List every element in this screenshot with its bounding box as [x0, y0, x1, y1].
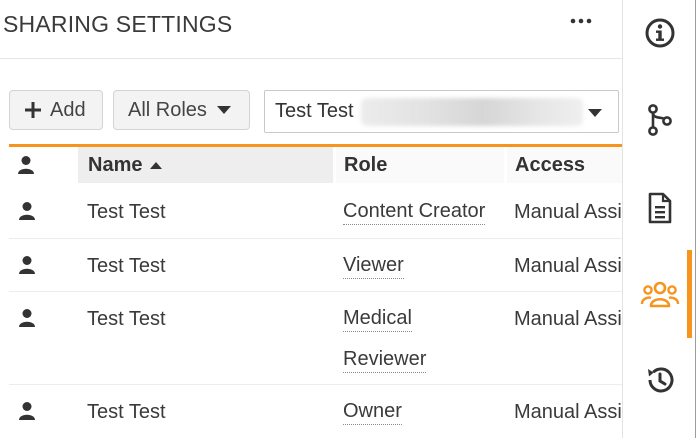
table-row[interactable]: Test Test Owner Manual Assi — [9, 385, 622, 438]
sort-ascending-icon — [150, 161, 163, 169]
column-header-role[interactable]: Role — [336, 147, 504, 183]
redacted-email — [361, 98, 583, 126]
info-icon — [645, 18, 675, 48]
row-role[interactable]: Viewer — [343, 245, 503, 286]
row-role-label: Viewer — [343, 254, 404, 279]
add-button[interactable]: Add — [9, 90, 103, 130]
row-access: Manual Assi — [514, 201, 622, 223]
row-access: Manual Assi — [514, 308, 622, 330]
row-name: Test Test — [87, 401, 166, 423]
branch-icon — [648, 104, 672, 136]
users-icon — [640, 281, 680, 308]
user-icon — [18, 401, 36, 421]
user-icon — [18, 308, 36, 328]
column-header-name-label: Name — [88, 153, 143, 176]
column-header-access-label: Access — [515, 153, 586, 176]
user-select[interactable]: Test Test — [264, 90, 619, 133]
row-role-label: Medical Reviewer — [343, 307, 427, 373]
row-role[interactable]: Medical Reviewer — [343, 298, 453, 380]
table-top-accent — [9, 144, 622, 147]
caret-down-icon — [587, 108, 603, 118]
user-select-value: Test Test — [275, 100, 354, 122]
table-row[interactable]: Test Test Viewer Manual Assi — [9, 239, 622, 292]
page-title: SHARING SETTINGS — [3, 11, 233, 37]
row-role[interactable]: Owner — [343, 391, 503, 432]
table-row[interactable]: Test Test Content Creator Manual Assi — [9, 185, 622, 239]
rail-item-branch[interactable] — [623, 90, 696, 150]
user-icon — [18, 201, 36, 221]
rail-item-document[interactable] — [623, 178, 696, 238]
document-icon — [648, 192, 672, 224]
column-header-type — [9, 147, 69, 183]
more-horizontal-icon — [570, 18, 592, 24]
row-role-label: Owner — [343, 400, 402, 425]
rail-item-users[interactable] — [623, 264, 696, 324]
row-role-label: Content Creator — [343, 200, 486, 225]
column-header-role-label: Role — [344, 153, 388, 176]
caret-down-icon — [216, 105, 232, 115]
history-icon — [648, 367, 674, 393]
row-name: Test Test — [87, 201, 166, 223]
plus-icon — [24, 101, 42, 119]
more-options-button[interactable] — [568, 8, 594, 34]
roles-filter-label: All Roles — [128, 98, 207, 121]
row-role[interactable]: Content Creator — [343, 191, 503, 232]
user-icon — [18, 255, 36, 275]
row-name: Test Test — [87, 308, 166, 330]
row-access: Manual Assi — [514, 255, 622, 277]
add-button-label: Add — [50, 98, 86, 121]
active-tab-indicator — [687, 250, 692, 338]
right-side-rail — [622, 0, 696, 438]
table-row[interactable]: Test Test Medical Reviewer Manual Assi — [9, 292, 622, 385]
roles-filter-dropdown[interactable]: All Roles — [113, 90, 250, 130]
user-icon — [18, 156, 34, 174]
rail-item-history[interactable] — [623, 350, 696, 410]
row-access: Manual Assi — [514, 401, 622, 423]
column-header-access[interactable]: Access — [507, 147, 622, 183]
rail-item-info[interactable] — [623, 3, 696, 63]
row-name: Test Test — [87, 255, 166, 277]
sharing-settings-panel: SHARING SETTINGS Add All Roles Test Test… — [0, 8, 622, 438]
header-divider — [0, 58, 622, 59]
column-header-name[interactable]: Name — [78, 147, 333, 183]
